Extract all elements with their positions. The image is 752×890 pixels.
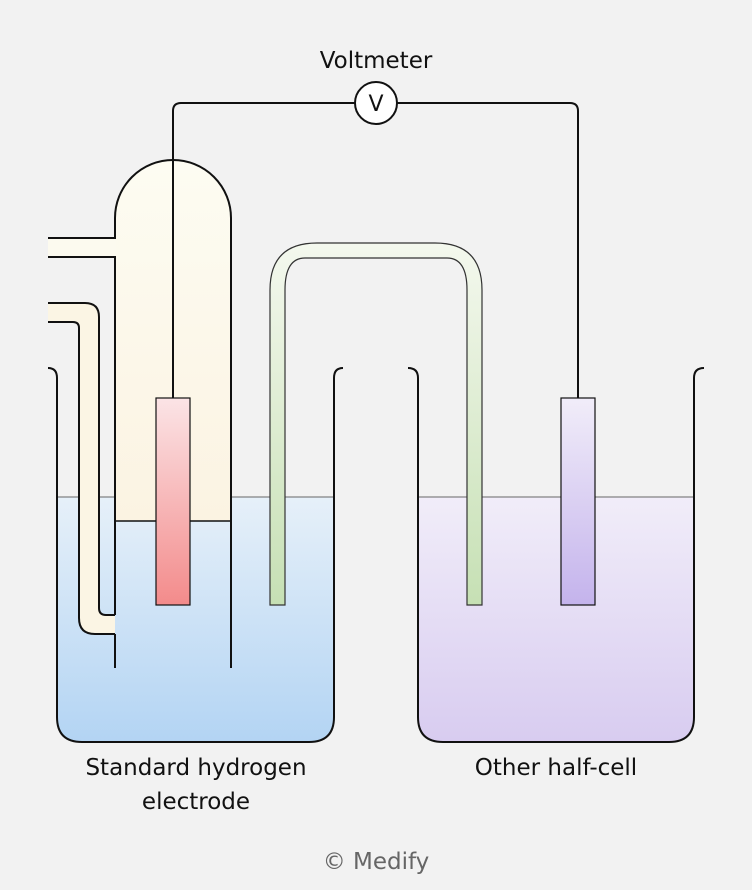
voltmeter-symbol: V: [368, 92, 383, 117]
other-electrode: [560, 397, 596, 606]
voltmeter-label: Voltmeter: [320, 48, 433, 74]
copyright: © Medify: [323, 849, 430, 875]
voltmeter: V: [354, 81, 398, 125]
right-cell-label: Other half-cell: [475, 755, 637, 781]
hydrogen-inlet-fill: [48, 238, 116, 257]
voltmeter-circle: [354, 81, 398, 125]
right-beaker: [407, 367, 705, 743]
bell-outline-lower-left: [48, 256, 116, 668]
right-solution: [418, 497, 694, 742]
hydrogen-tube-outline-outer: [48, 302, 115, 616]
salt-bridge: [269, 242, 483, 606]
left-solution: [57, 497, 334, 742]
wire-left: [172, 102, 355, 398]
wire-right: [397, 102, 579, 398]
hydrogen-tube-outline-inner: [48, 321, 115, 635]
left-beaker: [47, 367, 344, 743]
bell-outline-left: [48, 159, 232, 668]
left-cell-label-line2: electrode: [142, 789, 250, 815]
platinum-electrode: [155, 397, 191, 606]
left-cell-label-line1: Standard hydrogen: [85, 755, 306, 781]
